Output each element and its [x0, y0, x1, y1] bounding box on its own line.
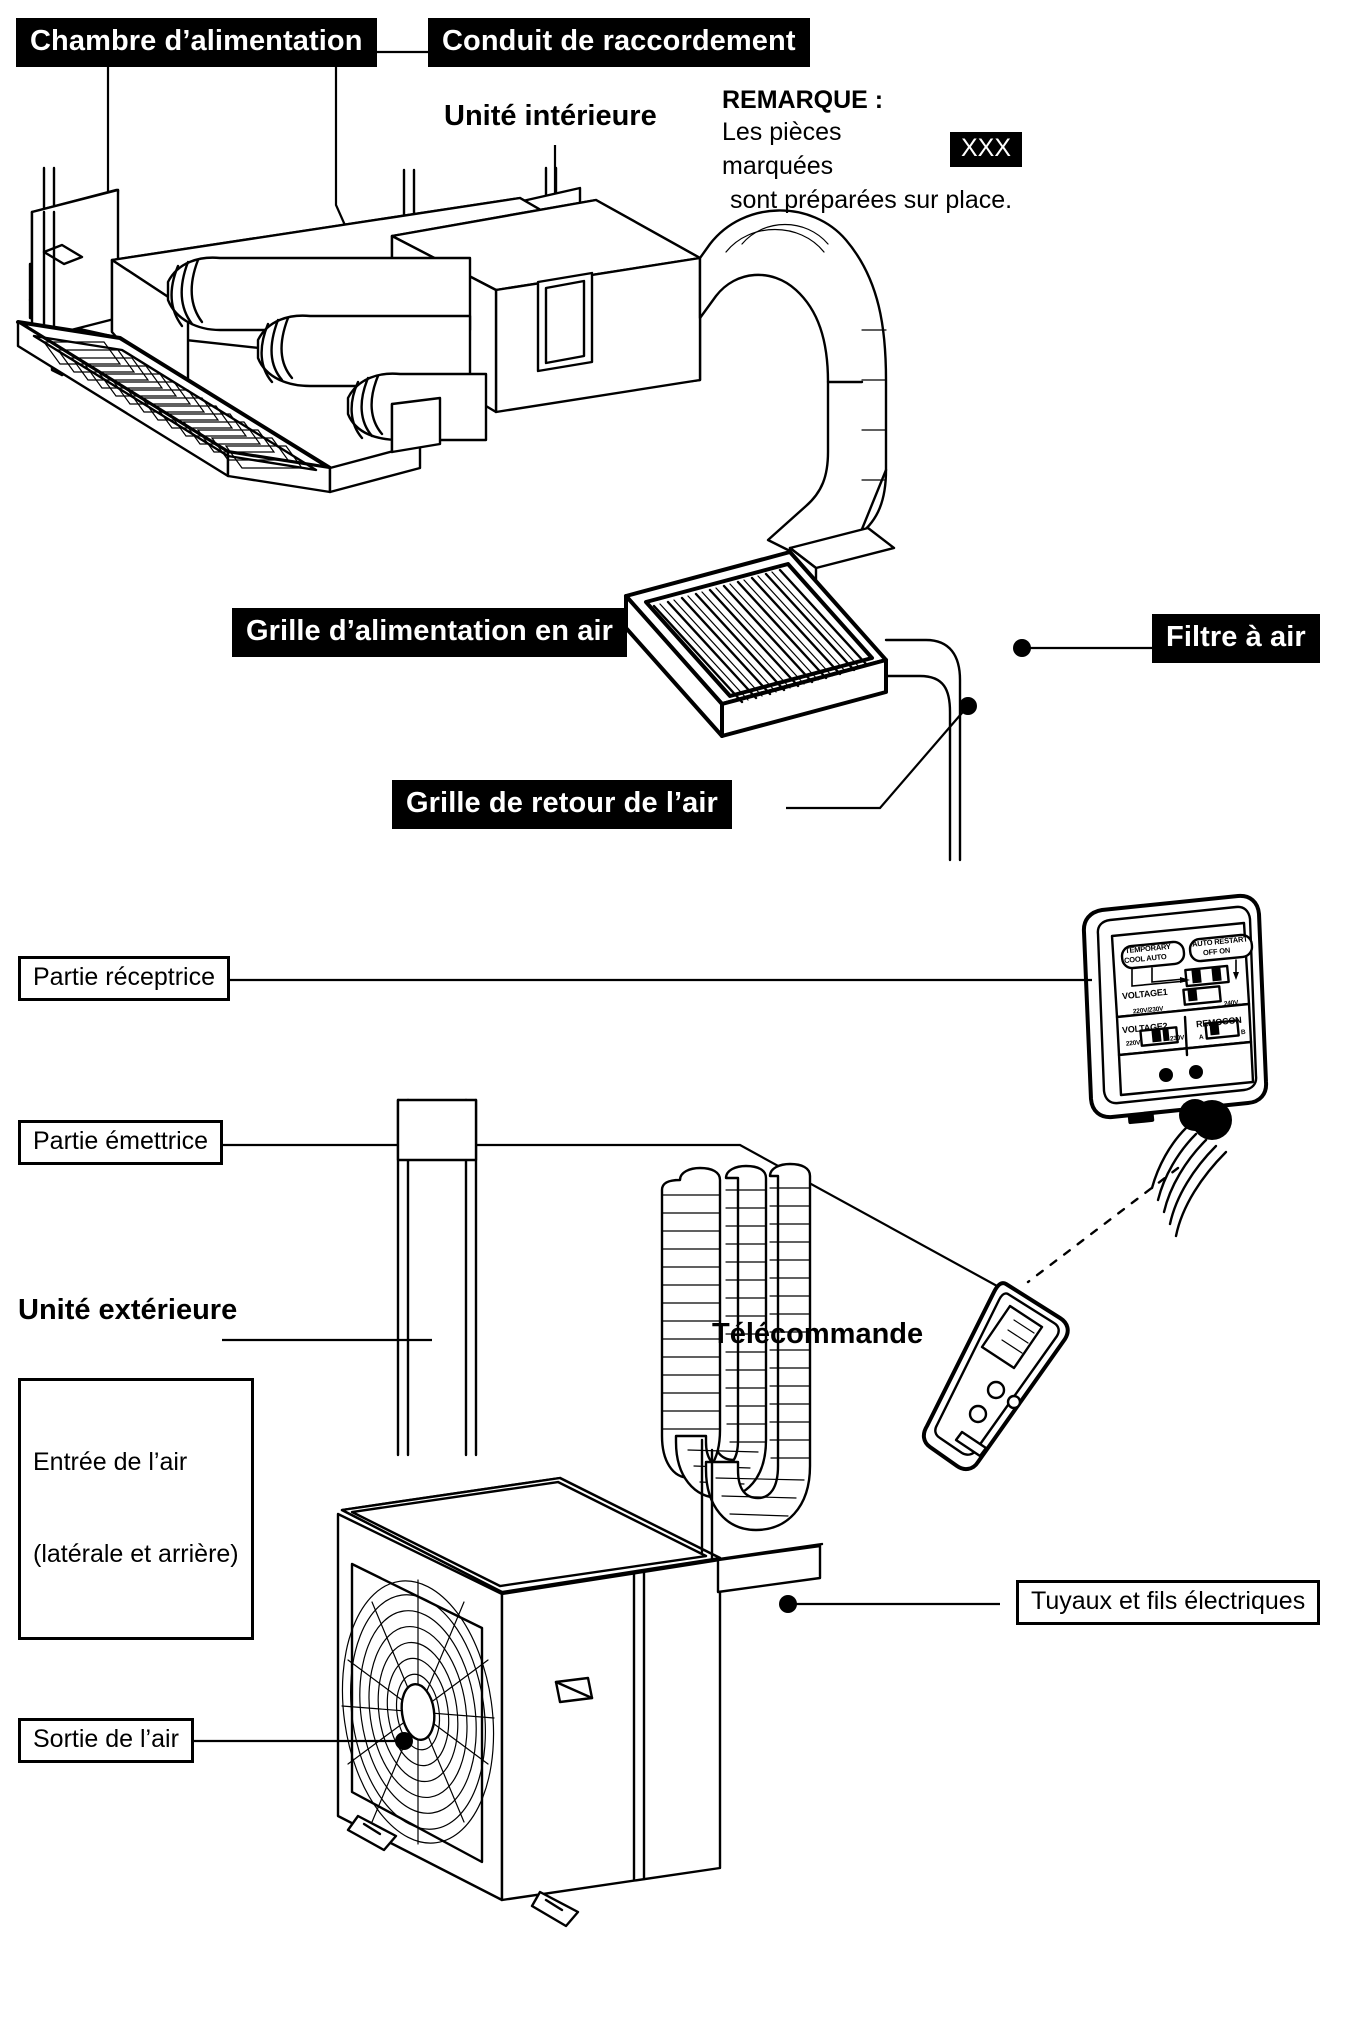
panel-label-voltage2-right: 230V [1169, 1034, 1185, 1043]
pipes-and-wires-bundle [660, 1162, 824, 1562]
receiver-control-box [1026, 893, 1269, 1284]
remark-note: REMARQUE : Les pièces marquées XXX sont … [722, 86, 1022, 217]
label-pipes-and-wires: Tuyaux et fils électriques [1016, 1580, 1321, 1625]
label-receiver-part: Partie réceptrice [18, 956, 231, 1001]
leader-lines-bottom [170, 1338, 1000, 1750]
leader-lines-middle [786, 639, 1152, 810]
remark-line-1: Les pièces marquées [722, 118, 842, 180]
label-air-filter: Filtre à air [1152, 614, 1320, 664]
supply-air-grille [16, 320, 332, 494]
panel-label-remocon-b: B [1240, 1028, 1246, 1037]
indoor-unit-drawing [16, 166, 702, 494]
label-supply-chamber: Chambre d’alimentation [16, 18, 377, 68]
label-remote-control: Télécommande [712, 1318, 924, 1350]
label-air-outlet: Sortie de l’air [18, 1718, 194, 1763]
remark-line-2: sont préparées sur place. [730, 185, 1013, 214]
label-indoor-unit: Unité intérieure [444, 100, 657, 132]
panel-label-remocon-a: A [1198, 1033, 1204, 1042]
label-air-inlet-line-1: Entrée de l’air [33, 1448, 188, 1476]
remark-title: REMARQUE : [722, 86, 884, 114]
leader-lines-left [214, 978, 1092, 1293]
fan-grille [341, 1562, 495, 1864]
remote-control [921, 1281, 1070, 1472]
remark-chip: XXX [949, 132, 1022, 168]
label-return-air-grille: Grille de retour de l’air [392, 780, 732, 830]
label-transmitter-part: Partie émettrice [18, 1120, 224, 1165]
panel-label-voltage1-right: 240V [1223, 999, 1239, 1008]
label-outdoor-unit: Unité extérieure [18, 1294, 238, 1326]
label-air-inlet: Entrée de l’air (latérale et arrière) [18, 1378, 254, 1640]
label-supply-air-grille: Grille d’alimentation en air [232, 608, 627, 658]
connecting-duct [698, 209, 888, 564]
label-connecting-duct: Conduit de raccordement [428, 18, 810, 68]
outdoor-unit-drawing [336, 1098, 824, 1928]
label-air-inlet-line-2: (latérale et arrière) [33, 1539, 239, 1568]
air-filter-panel [624, 526, 962, 862]
dip-switches [1139, 964, 1240, 1047]
flexible-ducts [166, 256, 488, 442]
panel-label-voltage2-left: 220V [1125, 1039, 1141, 1048]
